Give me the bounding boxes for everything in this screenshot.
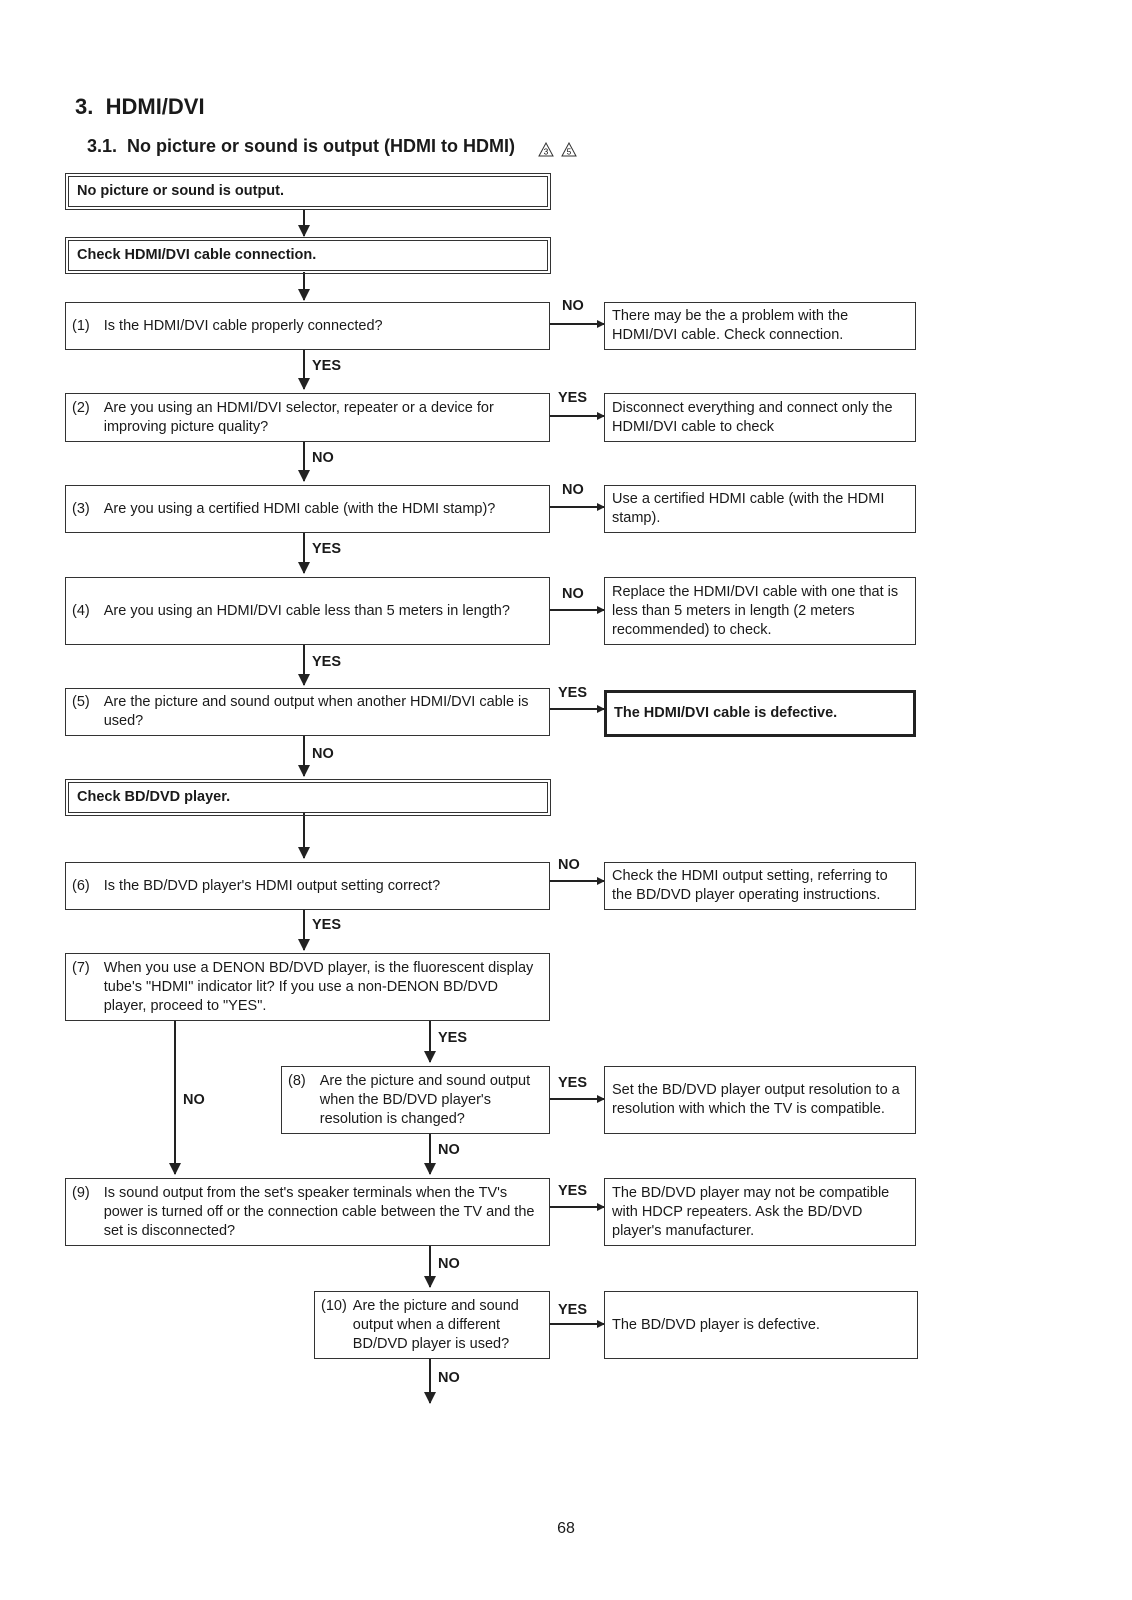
question-4-box: (4)Are you using an HDMI/DVI cable less … (65, 577, 550, 645)
result-5-box: The HDMI/DVI cable is defective. (604, 690, 916, 737)
question-10-box: (10)Are the picture and sound output whe… (314, 1291, 550, 1359)
section-heading: 3. HDMI/DVI (75, 94, 205, 119)
yes-label: YES (558, 685, 588, 701)
svg-text:5: 5 (567, 148, 572, 157)
subsection-heading: 3.1. No picture or sound is output (HDMI… (87, 136, 515, 156)
question-1-box: (1)Is the HDMI/DVI cable properly connec… (65, 302, 550, 350)
question-7-box: (7)When you use a DENON BD/DVD player, i… (65, 953, 550, 1021)
result-3-box: Use a certified HDMI cable (with the HDM… (604, 485, 916, 533)
no-label: NO (312, 450, 334, 466)
question-8-box: (8)Are the picture and sound output when… (281, 1066, 550, 1134)
no-label: NO (183, 1092, 205, 1108)
question-6-box: (6)Is the BD/DVD player's HDMI output se… (65, 862, 550, 910)
result-4-box: Replace the HDMI/DVI cable with one that… (604, 577, 916, 645)
result-1-box: There may be the a problem with the HDMI… (604, 302, 916, 350)
no-label: NO (438, 1370, 460, 1386)
question-5-box: (5)Are the picture and sound output when… (65, 688, 550, 736)
yes-label: YES (312, 541, 342, 557)
caution-triangle-icon: 5 (561, 142, 577, 157)
no-label: NO (312, 746, 334, 762)
check-cable-box: Check HDMI/DVI cable connection. (65, 237, 551, 274)
yes-label: YES (558, 1183, 588, 1199)
result-2-box: Disconnect everything and connect only t… (604, 393, 916, 442)
svg-text:3: 3 (544, 148, 549, 157)
yes-label: YES (312, 654, 342, 670)
yes-label: YES (438, 1030, 468, 1046)
result-6-box: Check the HDMI output setting, referring… (604, 862, 916, 910)
yes-label: YES (558, 390, 588, 406)
question-2-box: (2)Are you using an HDMI/DVI selector, r… (65, 393, 550, 442)
question-9-box: (9)Is sound output from the set's speake… (65, 1178, 550, 1246)
no-label: NO (562, 586, 584, 602)
result-7-box: Set the BD/DVD player output resolution … (604, 1066, 916, 1134)
caution-triangle-icon: 3 (538, 142, 554, 157)
check-player-box: Check BD/DVD player. (65, 779, 551, 816)
question-3-box: (3)Are you using a certified HDMI cable … (65, 485, 550, 533)
no-label: NO (438, 1142, 460, 1158)
result-8-box: The BD/DVD player may not be compatible … (604, 1178, 916, 1246)
no-label: NO (562, 482, 584, 498)
result-9-box: The BD/DVD player is defective. (604, 1291, 918, 1359)
yes-label: YES (558, 1302, 588, 1318)
yes-label: YES (312, 358, 342, 374)
yes-label: YES (558, 1075, 588, 1091)
no-label: NO (558, 857, 580, 873)
page-number: 68 (557, 1520, 575, 1537)
yes-label: YES (312, 917, 342, 933)
start-box: No picture or sound is output. (65, 173, 551, 210)
no-label: NO (438, 1256, 460, 1272)
no-label: NO (562, 298, 584, 314)
